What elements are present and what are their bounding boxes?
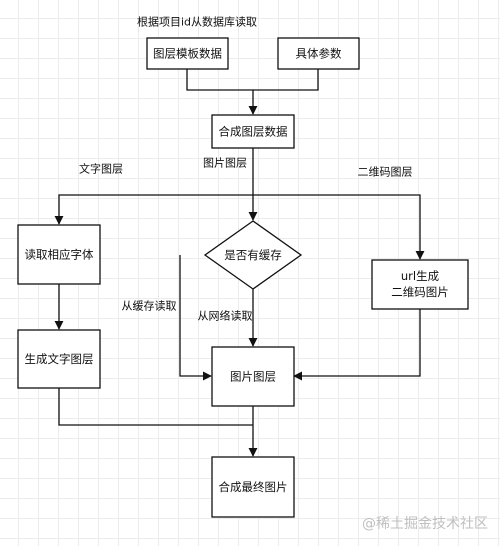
node-template-data — [146, 37, 229, 70]
node-image-layer — [211, 346, 295, 407]
label-merge-layers: 合成图层数据 — [219, 125, 288, 139]
node-final-image — [211, 456, 295, 518]
edge-qr-to-image — [293, 309, 421, 381]
edge-branch-qr — [253, 194, 425, 260]
label-image-layer: 图片图层 — [230, 370, 276, 384]
node-params — [277, 37, 360, 70]
edge-label-text-layer: 文字图层 — [79, 162, 123, 176]
edge-gentext-to-final — [58, 388, 253, 426]
edge-label-image-layer: 图片图层 — [203, 157, 247, 170]
node-merge-layers — [211, 114, 295, 149]
watermark-text: @稀土掘金技术社区 — [362, 516, 488, 532]
edge-params-to-merge — [253, 69, 319, 91]
node-read-font — [17, 224, 101, 285]
label-template-data: 图层模板数据 — [153, 47, 222, 61]
edge-label-from-cache: 从缓存读取 — [122, 299, 177, 313]
label-gen-text-layer: 生成文字图层 — [25, 352, 94, 366]
label-has-cache: 是否有缓存 — [224, 248, 282, 262]
label-params: 具体参数 — [296, 47, 342, 61]
edge-branch-text — [54, 194, 253, 225]
edge-label-from-network: 从网络读取 — [198, 309, 253, 323]
label-url-qr-line1: url生成 — [401, 269, 440, 283]
edge-cache-to-image — [179, 255, 212, 381]
label-read-font: 读取相应字体 — [25, 248, 94, 262]
edge-template-to-merge — [186, 69, 258, 115]
node-gen-text-layer — [17, 329, 101, 389]
edge-label-qr-layer: 二维码图层 — [358, 166, 413, 179]
label-final-image: 合成最终图片 — [219, 480, 288, 494]
edge-label-read-from-db: 根据项目id从数据库读取 — [137, 15, 257, 29]
label-url-qr-line2: 二维码图片 — [391, 285, 449, 299]
node-has-cache — [203, 220, 303, 290]
node-url-qr — [371, 259, 469, 310]
